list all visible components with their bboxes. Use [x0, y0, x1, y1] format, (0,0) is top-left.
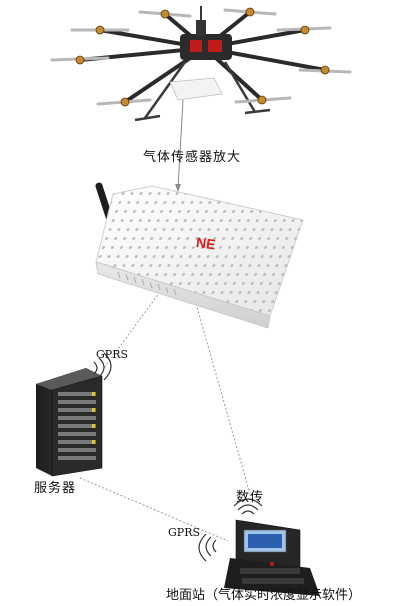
wifi-icon-radio [233, 498, 263, 515]
gprs-ground-label: GPRS [168, 526, 201, 539]
ground-station-case [224, 519, 320, 596]
ground-station-label: 地面站（气体实时浓度显示软件） [166, 588, 362, 603]
server-label: 服务器 [34, 481, 77, 496]
zoom-arrow [175, 99, 184, 192]
gas-sensor-device [95, 182, 304, 329]
sensor-zoom-label: 气体传感器放大 [143, 150, 242, 165]
wifi-icon-gprs-server [93, 352, 112, 381]
radio-link-label: 数传 [236, 490, 265, 505]
drone-image [50, 6, 352, 122]
link-sensor-ground [194, 299, 251, 495]
connection-lines [79, 291, 251, 542]
gprs-server-label: GPRS [96, 348, 129, 361]
brand-mark: NE [195, 234, 216, 253]
link-server-ground [79, 477, 229, 542]
server-rack [36, 368, 103, 477]
wifi-icon-gprs-ground [198, 533, 217, 562]
